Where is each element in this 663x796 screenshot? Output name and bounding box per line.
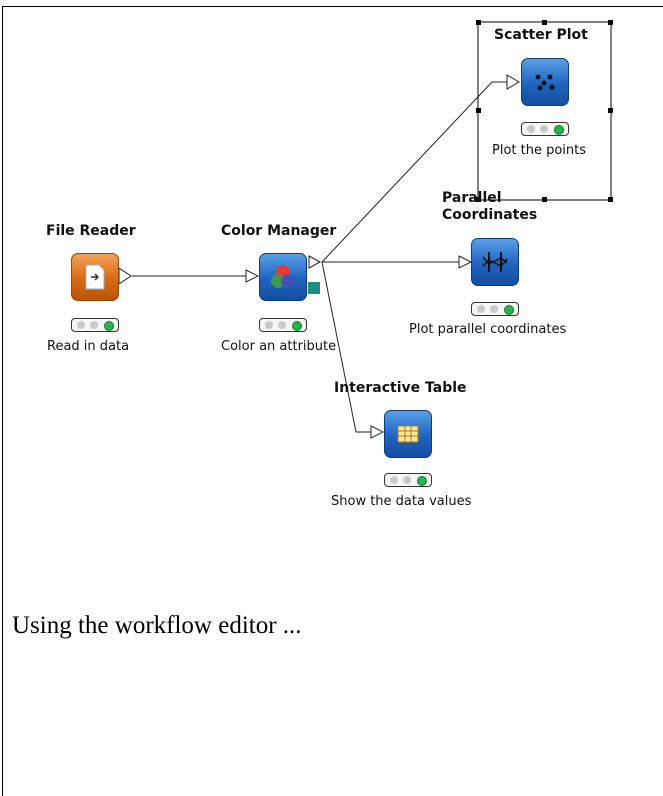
status-traffic-light-color-manager: [259, 318, 307, 332]
selection-handle[interactable]: [542, 20, 547, 25]
connection-color-manager-to-interactive-table[interactable]: [321, 261, 372, 433]
status-light-green: [554, 125, 564, 135]
connection-color-manager-to-scatter-plot[interactable]: [321, 81, 508, 263]
status-light-green: [104, 321, 114, 331]
node-title-file-reader: File Reader: [46, 223, 136, 239]
node-parallel-coordinates[interactable]: [471, 238, 519, 286]
selection-handle[interactable]: [476, 20, 481, 25]
out-port-color-manager[interactable]: [308, 255, 322, 269]
selection-handle[interactable]: [476, 197, 481, 202]
selection-handle[interactable]: [542, 197, 547, 202]
status-light-green: [504, 305, 514, 315]
table-grid-icon: [397, 425, 419, 443]
status-light-gray: [90, 321, 98, 329]
status-traffic-light-scatter-plot: [521, 122, 569, 136]
node-title-color-manager: Color Manager: [221, 223, 337, 239]
in-port-color-manager[interactable]: [245, 269, 260, 283]
status-traffic-light-file-reader: [71, 318, 119, 332]
status-light-gray: [490, 305, 498, 313]
node-interactive-table[interactable]: [384, 410, 432, 458]
status-traffic-light-interactive-table: [384, 473, 432, 487]
status-light-gray: [390, 476, 398, 484]
status-light-gray: [278, 321, 286, 329]
model-port-color-manager[interactable]: [308, 282, 320, 294]
node-label-scatter-plot[interactable]: Plot the points: [492, 143, 587, 158]
scatter-points-icon: [535, 74, 555, 91]
color-circles-icon: [271, 265, 295, 288]
file-arrow-icon: [85, 264, 105, 290]
node-title-scatter-plot: Scatter Plot: [494, 27, 588, 43]
selection-handle[interactable]: [608, 197, 613, 202]
status-traffic-light-parallel-coordinates: [471, 302, 519, 316]
status-light-gray: [477, 305, 485, 313]
node-label-color-manager[interactable]: Color an attribute: [221, 339, 337, 354]
out-port-file-reader[interactable]: [118, 267, 132, 285]
status-light-gray: [265, 321, 273, 329]
node-file-reader[interactable]: [71, 253, 119, 301]
selection-handle[interactable]: [608, 20, 613, 25]
workflow-editor-frame: [2, 6, 663, 796]
node-label-file-reader[interactable]: Read in data: [47, 339, 130, 354]
node-label-parallel-coordinates[interactable]: Plot parallel coordinates: [409, 322, 567, 337]
selection-handle[interactable]: [608, 108, 613, 113]
in-port-interactive-table[interactable]: [370, 425, 385, 439]
selection-frame-scatter-plot: [477, 21, 612, 201]
node-title-interactive-table: Interactive Table: [334, 380, 467, 396]
parallel-lines-icon: [482, 252, 508, 272]
in-port-parallel-coordinates[interactable]: [458, 255, 473, 269]
node-color-manager[interactable]: [259, 253, 307, 301]
selection-handle[interactable]: [476, 108, 481, 113]
status-light-gray: [527, 125, 535, 133]
status-light-gray: [540, 125, 548, 133]
status-light-green: [417, 476, 427, 486]
status-light-gray: [403, 476, 411, 484]
node-label-interactive-table[interactable]: Show the data values: [331, 494, 472, 509]
node-title-parallel-coordinates: Parallel Coordinates: [442, 190, 538, 223]
in-port-scatter-plot[interactable]: [506, 74, 520, 90]
status-light-green: [292, 321, 302, 331]
caption-text: Using the workflow editor ...: [12, 612, 302, 639]
node-scatter-plot[interactable]: [521, 58, 569, 106]
status-light-gray: [77, 321, 85, 329]
